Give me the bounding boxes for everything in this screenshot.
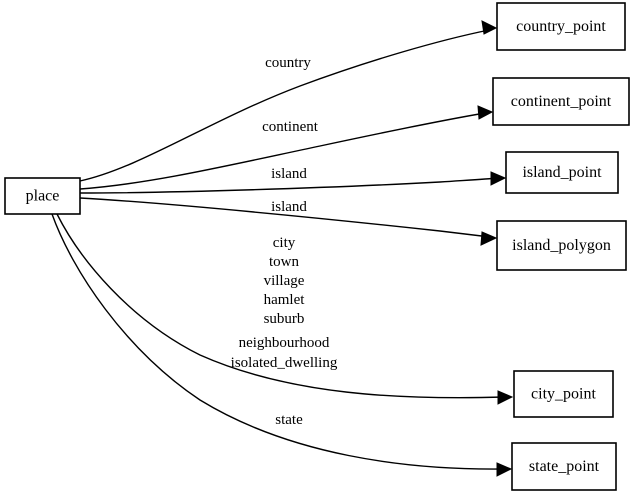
node-island-polygon[interactable]: island_polygon [496,220,627,271]
edge-country[interactable] [79,20,498,182]
node-continent-point-label: continent_point [511,93,612,110]
node-island-polygon-box [496,220,627,271]
edge-label-city-line-6: isolated_dwelling [231,355,338,371]
edge-state-point[interactable] [51,213,513,477]
edge-continent-path [79,112,486,190]
edge-city-point-path [56,213,506,399]
edge-island-point[interactable] [79,171,507,194]
edge-labels-layer: country continent island island city tow… [231,55,338,428]
edge-label-island-point: island [271,166,307,182]
node-country-point[interactable]: country_point [496,2,626,51]
node-continent-point[interactable]: continent_point [492,77,630,126]
edge-country-arrowhead [481,20,498,35]
edge-continent[interactable] [79,105,494,190]
node-island-point[interactable]: island_point [505,151,619,194]
edge-label-country: country [265,55,311,71]
edge-label-city-line-3: hamlet [264,292,306,308]
edge-continent-arrowhead [477,105,494,120]
node-place[interactable]: place [4,177,81,215]
node-country-point-label: country_point [516,18,606,35]
edge-city-point[interactable] [56,213,514,405]
edge-label-city-line-1: town [269,254,300,270]
edge-label-continent: continent [262,119,319,135]
edge-state-point-path [51,213,504,470]
node-island-point-box [505,151,619,194]
node-city-point-label: city_point [531,386,596,403]
edge-label-city-line-0: city [273,235,296,251]
node-city-point-box [513,370,614,418]
edge-island-polygon[interactable] [79,197,498,246]
nodes-layer: place country_point continent_point isla… [4,2,630,491]
node-island-point-label: island_point [522,164,602,181]
edge-island-point-arrowhead [490,171,507,186]
edge-island-polygon-path [79,197,491,238]
edge-label-city-line-4: suburb [264,311,305,327]
edge-label-city-line-2: village [264,273,305,289]
edge-state-point-arrowhead [496,462,513,477]
edge-island-polygon-arrowhead [480,231,498,246]
node-continent-point-box [492,77,630,126]
node-state-point[interactable]: state_point [511,442,617,491]
node-place-box [4,177,81,215]
node-place-label: place [26,188,60,205]
edge-label-city-line-5: neighbourhood [239,335,330,351]
edges-layer [51,20,514,477]
node-city-point[interactable]: city_point [513,370,614,418]
edge-island-point-path [79,177,499,194]
node-island-polygon-label: island_polygon [512,237,611,254]
node-country-point-box [496,2,626,51]
node-state-point-label: state_point [529,458,600,475]
edge-label-island-polygon: island [271,199,307,215]
node-state-point-box [511,442,617,491]
edge-label-state-point: state [275,412,303,428]
edge-label-city-point: city town village hamlet suburb neighbou… [231,235,338,371]
edge-country-path [79,29,490,182]
edge-city-point-arrowhead [497,390,514,405]
